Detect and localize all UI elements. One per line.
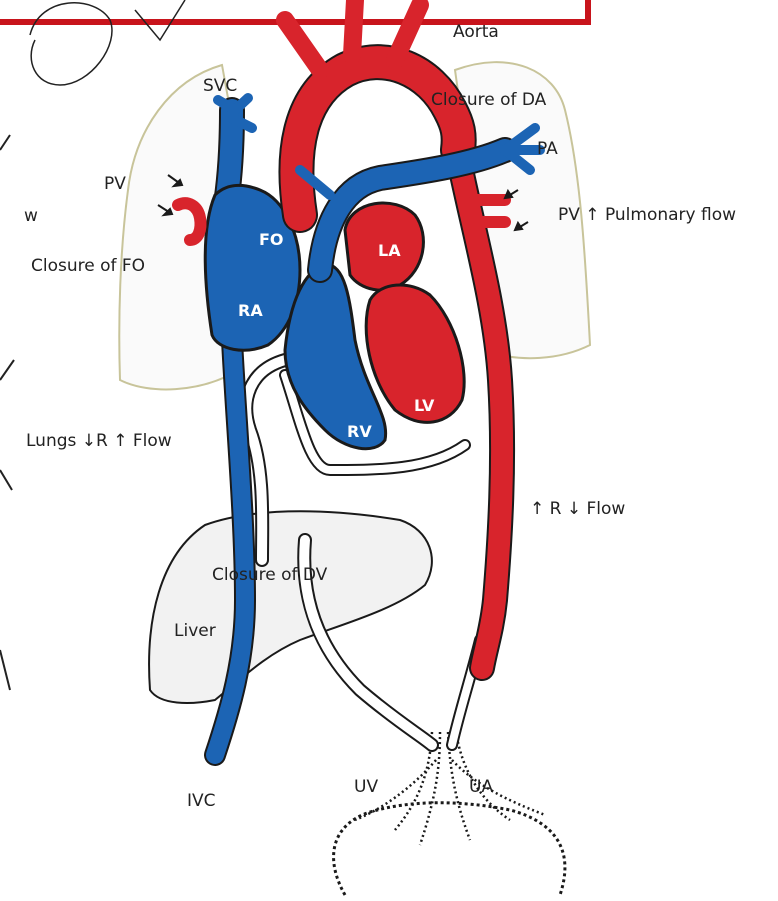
label-svc: SVC: [203, 78, 237, 95]
label-closure-da: Closure of DA: [431, 92, 546, 109]
label-ivc: IVC: [187, 793, 216, 810]
label-pv-pulmonary-flow: PV ↑ Pulmonary flow: [558, 205, 736, 225]
label-edge-w: w: [24, 208, 38, 225]
label-lungs-flow: Lungs ↓R ↑ Flow: [26, 433, 172, 450]
label-pa: PA: [537, 141, 558, 158]
label-rv: RV: [347, 424, 372, 440]
pulmonary-flow-text: Pulmonary flow: [605, 205, 736, 225]
label-closure-dv: Closure of DV: [212, 567, 327, 584]
label-ua: UA: [469, 779, 493, 796]
placenta-outline: [334, 803, 565, 895]
label-pv-left: PV: [104, 176, 126, 193]
label-la: LA: [378, 243, 401, 259]
up-arrow-icon: ↑: [585, 205, 599, 225]
pv-right-text: PV: [558, 205, 580, 225]
label-uv: UV: [354, 779, 378, 796]
label-lv: LV: [414, 398, 434, 414]
liver-shape: [149, 511, 432, 703]
label-aorta: Aorta: [453, 24, 499, 41]
label-liver: Liver: [174, 623, 216, 640]
label-closure-fo: Closure of FO: [31, 258, 145, 275]
label-systemic-flow: ↑ R ↓ Flow: [530, 501, 625, 518]
label-fo: FO: [259, 232, 284, 248]
label-ra: RA: [238, 303, 263, 319]
edge-marks: [0, 135, 14, 690]
